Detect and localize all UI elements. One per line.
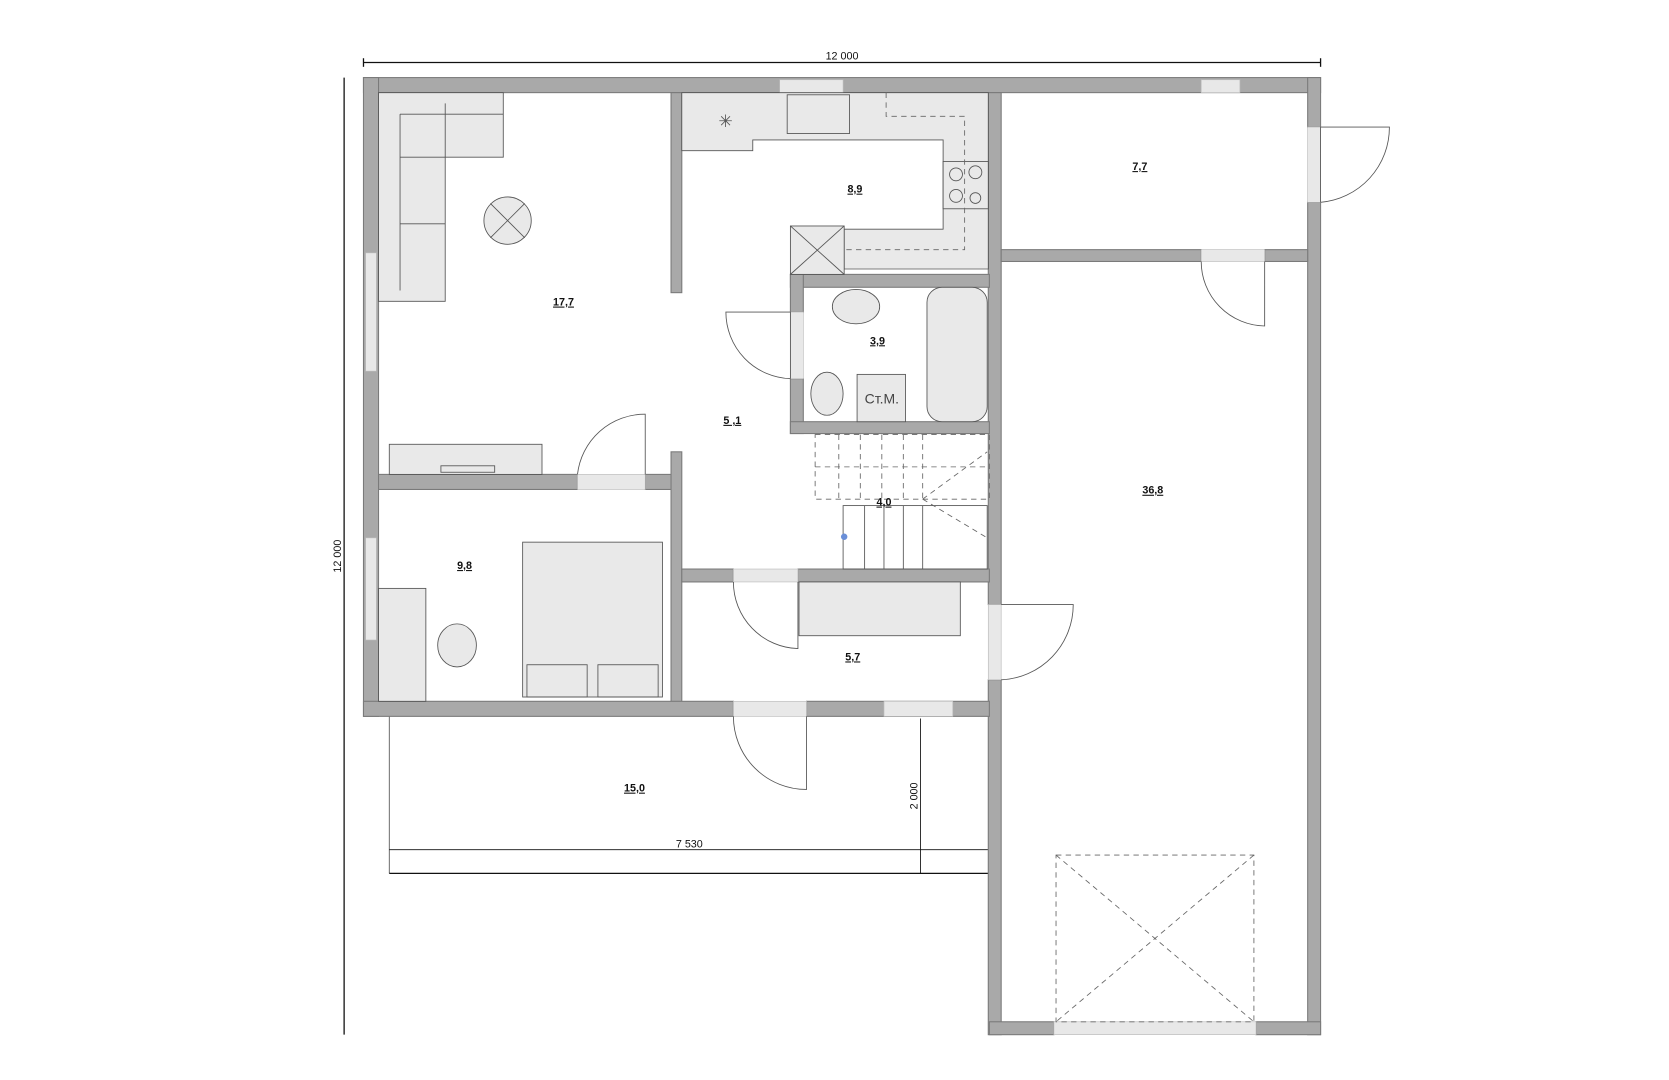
furniture: ✳ Ст.М. bbox=[378, 92, 1255, 1023]
dimension-top: 12 000 bbox=[362, 50, 1322, 67]
room-area-vestibule: 5,7 bbox=[845, 651, 860, 663]
window bbox=[365, 537, 377, 641]
door-opening bbox=[1200, 249, 1265, 262]
dimension-label-terrace-length: 7 530 bbox=[676, 839, 703, 851]
kitchen-hood-outline bbox=[844, 92, 966, 251]
staircase bbox=[814, 434, 990, 570]
window bbox=[883, 700, 954, 717]
office-chair bbox=[437, 623, 477, 668]
washbasin bbox=[831, 289, 881, 325]
door-swing bbox=[732, 716, 807, 790]
toilet bbox=[810, 371, 844, 416]
door-swing bbox=[577, 413, 646, 475]
double-bed bbox=[522, 541, 663, 698]
washing-machine bbox=[856, 373, 906, 423]
door-swing bbox=[1200, 261, 1266, 327]
sink bbox=[786, 94, 850, 134]
car-outline bbox=[1055, 854, 1255, 1023]
dimension-left: 12 000 bbox=[332, 77, 345, 1035]
desk bbox=[378, 587, 427, 702]
room-area-terrace: 15,0 bbox=[624, 783, 645, 795]
bathtub bbox=[926, 286, 988, 423]
door-opening bbox=[987, 604, 1002, 681]
room-area-utility: 7,7 bbox=[1132, 161, 1147, 173]
fan-icon: ✳ bbox=[718, 112, 732, 132]
room-area-kitchen: 8,9 bbox=[847, 184, 862, 196]
door-opening bbox=[1307, 126, 1321, 203]
dimension-label-width: 12 000 bbox=[826, 50, 859, 62]
room-area-hall: 5 ,1 bbox=[723, 415, 741, 427]
room-area-stairs: 4,0 bbox=[876, 497, 891, 509]
garage-gate-opening bbox=[1053, 1021, 1257, 1036]
door-opening bbox=[733, 568, 799, 583]
door-swing bbox=[1320, 126, 1390, 203]
window bbox=[365, 252, 377, 372]
door-swing bbox=[732, 581, 799, 650]
window bbox=[1200, 79, 1241, 93]
dimension-label-height: 12 000 bbox=[332, 540, 344, 573]
openings bbox=[365, 79, 1390, 1036]
room-area-living: 17,7 bbox=[553, 297, 574, 309]
stove bbox=[942, 161, 989, 210]
stair-start-marker bbox=[840, 533, 848, 540]
kitchen-counter bbox=[681, 92, 989, 270]
door-opening bbox=[577, 474, 646, 490]
terrace: 7 530 2 000 bbox=[388, 716, 990, 875]
door-opening bbox=[790, 311, 804, 380]
window bbox=[779, 79, 844, 93]
room-labels: 17,7 8,9 7,7 3,9 5 ,1 4,0 36,8 9,8 5,7 1… bbox=[457, 161, 1163, 795]
door-swing bbox=[725, 311, 791, 380]
room-area-bathroom: 3,9 bbox=[870, 335, 885, 347]
door-opening bbox=[733, 700, 807, 717]
tv-stand bbox=[388, 443, 543, 475]
room-area-bedroom: 9,8 bbox=[457, 560, 472, 572]
room-area-garage: 36,8 bbox=[1142, 485, 1163, 497]
washing-machine-label: Ст.М. bbox=[865, 390, 899, 406]
door-swing bbox=[1001, 604, 1074, 681]
wardrobe bbox=[798, 581, 961, 637]
corner-sofa bbox=[378, 92, 504, 302]
dimension-label-terrace-depth: 2 000 bbox=[908, 782, 920, 809]
